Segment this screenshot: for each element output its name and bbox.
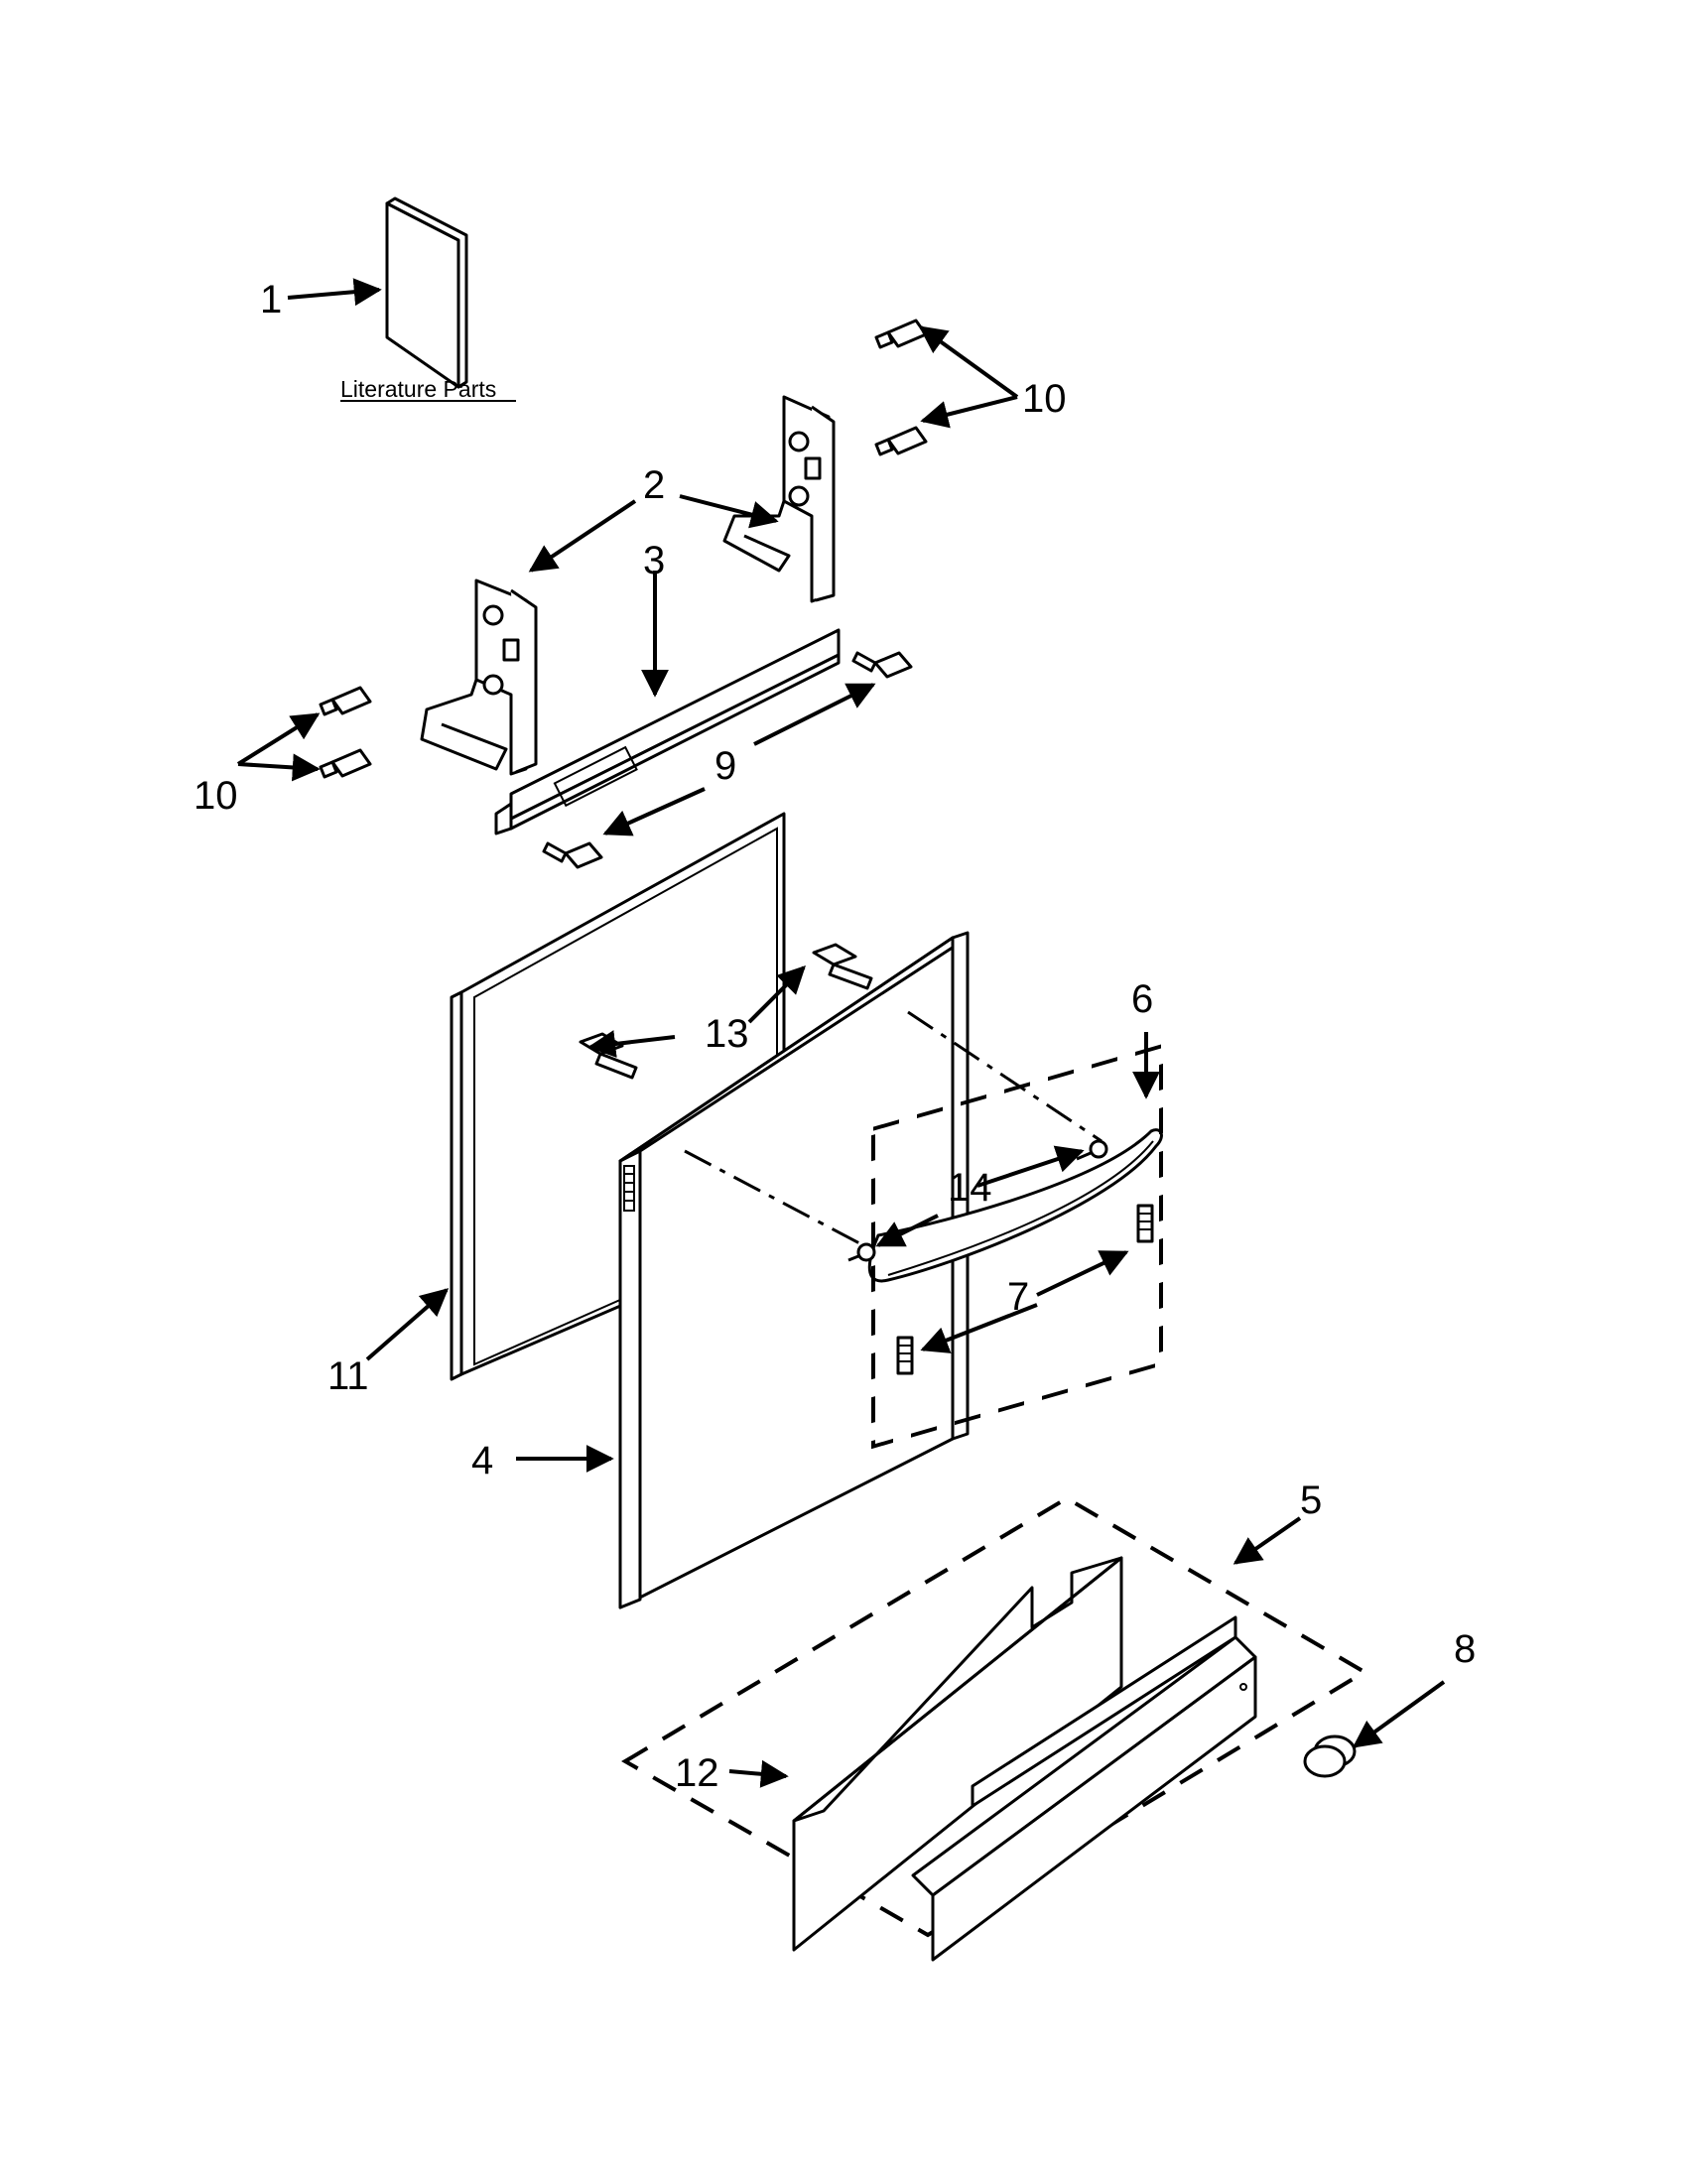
toe-panel-foam (792, 1556, 1123, 1952)
callout-10-top: 10 (1022, 377, 1067, 421)
handle-align-line-upper (907, 1010, 1103, 1143)
bracket-screw-3 (319, 686, 372, 716)
handle-stud-lower (896, 1336, 914, 1375)
mounting-bracket-right (722, 395, 836, 603)
door-handle (867, 1128, 1163, 1283)
bracket-screw-2 (874, 426, 928, 456)
door-screw-upper (812, 943, 873, 990)
callout-7: 7 (1007, 1275, 1029, 1319)
callout-12: 12 (675, 1751, 719, 1795)
callout-4: 4 (471, 1439, 493, 1482)
strip-screw-right (851, 651, 913, 679)
handle-align-line-lower (684, 1149, 864, 1247)
toe-panel-clip (1303, 1734, 1357, 1778)
toe-panel (911, 1615, 1257, 1962)
callout-8: 8 (1454, 1627, 1476, 1671)
handle-stud-upper (1136, 1204, 1154, 1243)
callout-3: 3 (643, 539, 665, 582)
callout-13: 13 (705, 1012, 749, 1056)
mounting-bracket-left (420, 578, 538, 776)
callout-5: 5 (1300, 1478, 1322, 1522)
handle-screw-lower (847, 1242, 876, 1262)
callout-11: 11 (327, 1354, 369, 1398)
callout-10-left: 10 (194, 774, 238, 818)
mounting-strip (494, 628, 841, 835)
callout-2: 2 (643, 463, 665, 507)
strip-screw-left (542, 841, 603, 869)
callout-14: 14 (948, 1166, 992, 1210)
literature-parts-label: Literature Parts (340, 376, 496, 402)
handle-kit-group (871, 1043, 1163, 1450)
callout-9: 9 (714, 744, 736, 788)
literature-booklet (385, 196, 468, 389)
bracket-screw-1 (874, 319, 928, 349)
bracket-screw-4 (319, 748, 372, 779)
door-panel (618, 931, 970, 1609)
callout-6: 6 (1131, 977, 1153, 1021)
callout-1: 1 (260, 278, 282, 321)
